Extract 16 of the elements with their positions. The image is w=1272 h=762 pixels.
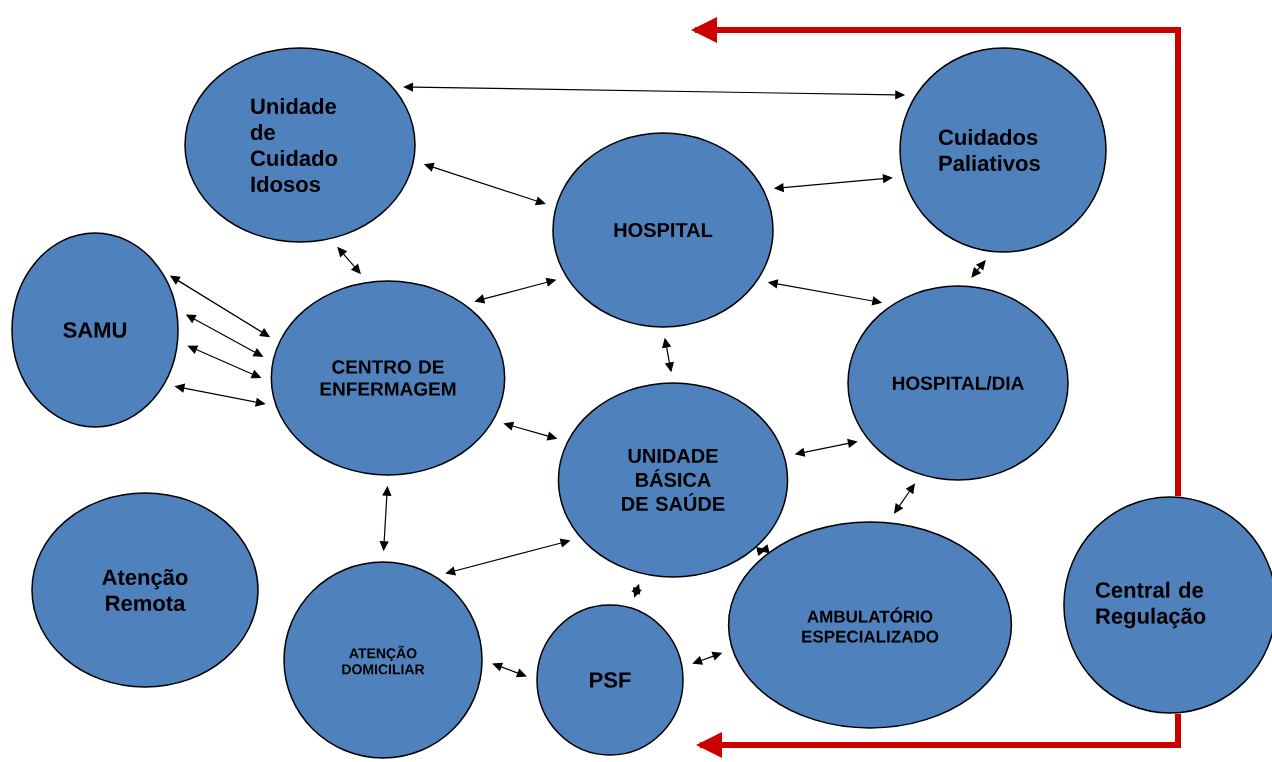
circle-node: Central de Regulação [1063,496,1272,714]
circle-node: AMBULATÓRIO ESPECIALIZADO [727,521,1013,729]
circle-node: CENTRO DE ENFERMAGEM [270,280,506,476]
circle-node: HOSPITAL [552,132,774,328]
arrow [696,713,1181,758]
circle-node: Unidade de Cuidado Idosos [184,47,416,243]
circle-node: Cuidados Paliativos [899,47,1107,253]
arrow [691,17,1181,497]
circle-node: UNIDADE BÁSICA DE SAÚDE [557,382,789,578]
circle-node: PSF [536,604,684,756]
circle-node: ATENÇÃO DOMICILIAR [283,561,483,759]
arrow [492,662,527,678]
circle-node: HOSPITAL/DIA [847,285,1069,481]
arrow [756,544,770,556]
circle-node: Atenção Remota [31,492,259,688]
circle-node: SAMU [11,232,179,428]
